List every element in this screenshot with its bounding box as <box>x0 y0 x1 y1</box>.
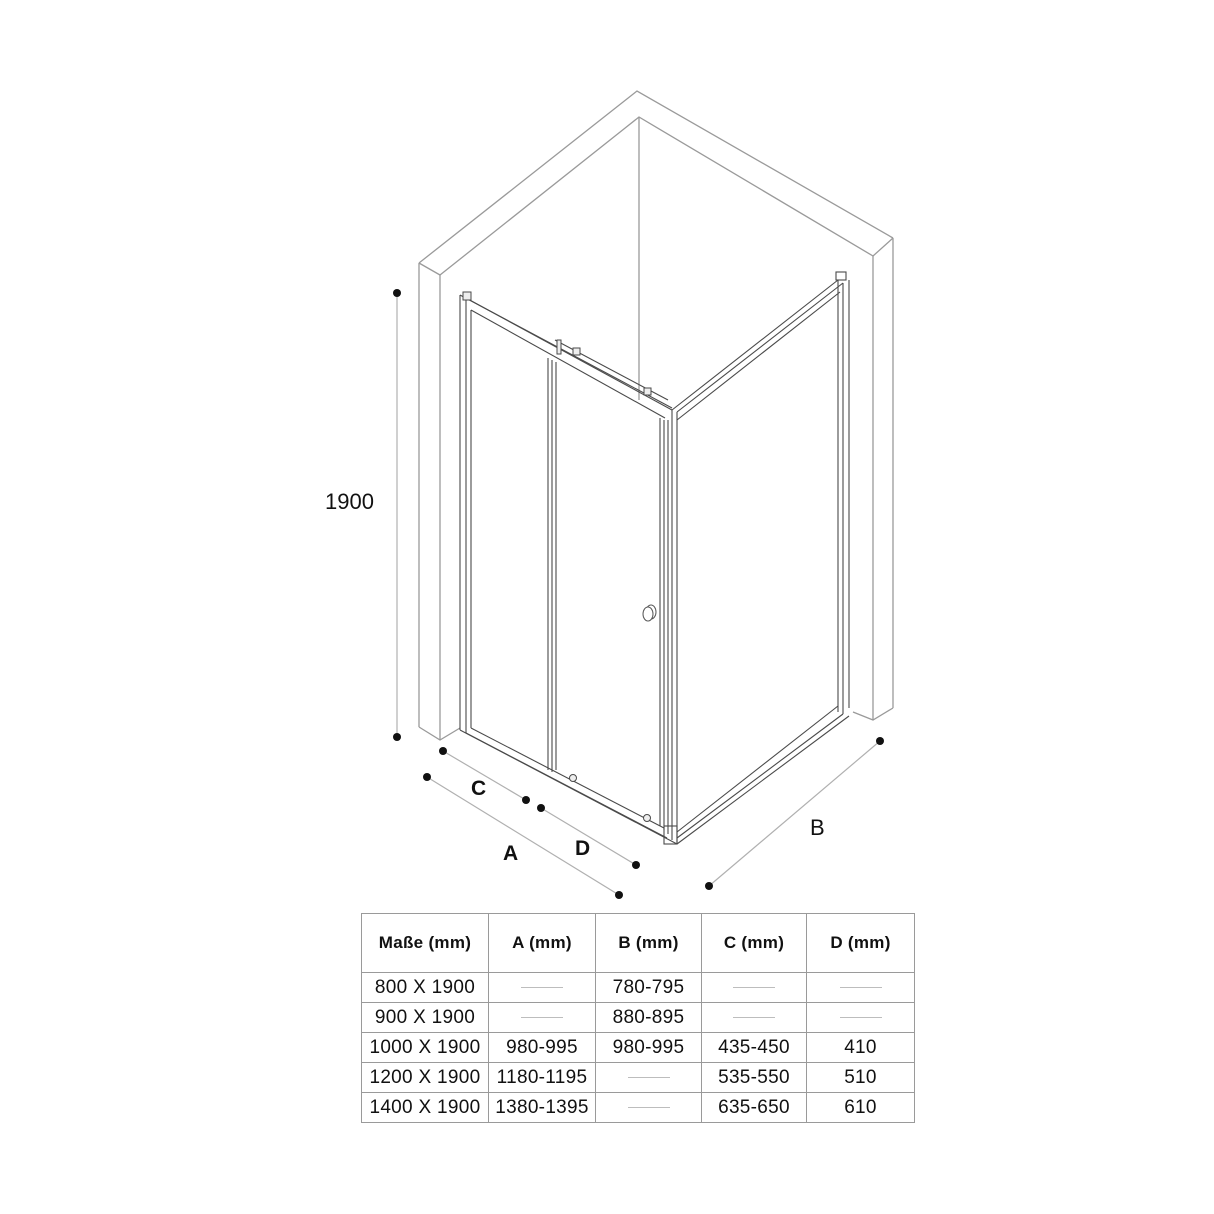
table-header-row: Maße (mm) A (mm) B (mm) C (mm) D (mm) <box>361 913 915 973</box>
cell-c <box>701 972 807 1003</box>
empty-dash <box>839 986 882 988</box>
cell-d <box>806 1002 915 1033</box>
cell-size: 900 X 1900 <box>361 1002 489 1033</box>
cell-c <box>701 1002 807 1033</box>
empty-dash <box>627 1076 670 1078</box>
cell-a: 1380-1395 <box>488 1092 596 1123</box>
empty-dash <box>521 986 563 988</box>
cell-size: 1400 X 1900 <box>361 1092 489 1123</box>
header-d: D (mm) <box>806 913 915 973</box>
cell-d: 410 <box>806 1032 915 1063</box>
header-b: B (mm) <box>595 913 702 973</box>
header-c: C (mm) <box>701 913 807 973</box>
front-panels <box>459 294 678 845</box>
dimension-label-b: B <box>810 815 825 840</box>
table-row: 800 X 1900 780-795 <box>361 972 915 1003</box>
cell-b <box>595 1062 702 1093</box>
cell-size: 1000 X 1900 <box>361 1032 489 1063</box>
cell-d: 510 <box>806 1062 915 1093</box>
table-row: 900 X 1900 880-895 <box>361 1002 915 1033</box>
cell-a <box>488 972 596 1003</box>
empty-dash <box>733 986 775 988</box>
dimension-label-d: D <box>575 837 590 860</box>
cell-b: 980-995 <box>595 1032 702 1063</box>
cell-d <box>806 972 915 1003</box>
dimension-dots <box>393 289 884 899</box>
cell-a: 1180-1195 <box>488 1062 596 1093</box>
header-size: Maße (mm) <box>361 913 489 973</box>
shower-enclosure-diagram: 1900 C A D B <box>325 90 894 899</box>
dimensions-table: Maße (mm) A (mm) B (mm) C (mm) D (mm) 80… <box>361 913 915 1123</box>
cell-a <box>488 1002 596 1033</box>
cell-c: 435-450 <box>701 1032 807 1063</box>
cell-c: 635-650 <box>701 1092 807 1123</box>
empty-dash <box>627 1106 670 1108</box>
cell-b <box>595 1092 702 1123</box>
cell-b: 880-895 <box>595 1002 702 1033</box>
empty-dash <box>733 1016 775 1018</box>
cell-size: 800 X 1900 <box>361 972 489 1003</box>
dimension-label-a: A <box>503 842 518 865</box>
cell-a: 980-995 <box>488 1032 596 1063</box>
header-a: A (mm) <box>488 913 596 973</box>
empty-dash <box>839 1016 882 1018</box>
dimension-label-c: C <box>471 777 486 800</box>
height-label: 1900 <box>325 489 374 514</box>
cell-c: 535-550 <box>701 1062 807 1093</box>
roller-wheels <box>462 291 652 822</box>
door-knob-icon <box>642 604 657 622</box>
cell-d: 610 <box>806 1092 915 1123</box>
cell-b: 780-795 <box>595 972 702 1003</box>
dimension-lines <box>396 293 881 896</box>
side-panel <box>671 271 850 845</box>
empty-dash <box>521 1016 563 1018</box>
wall-corner <box>418 90 894 741</box>
cell-size: 1200 X 1900 <box>361 1062 489 1093</box>
